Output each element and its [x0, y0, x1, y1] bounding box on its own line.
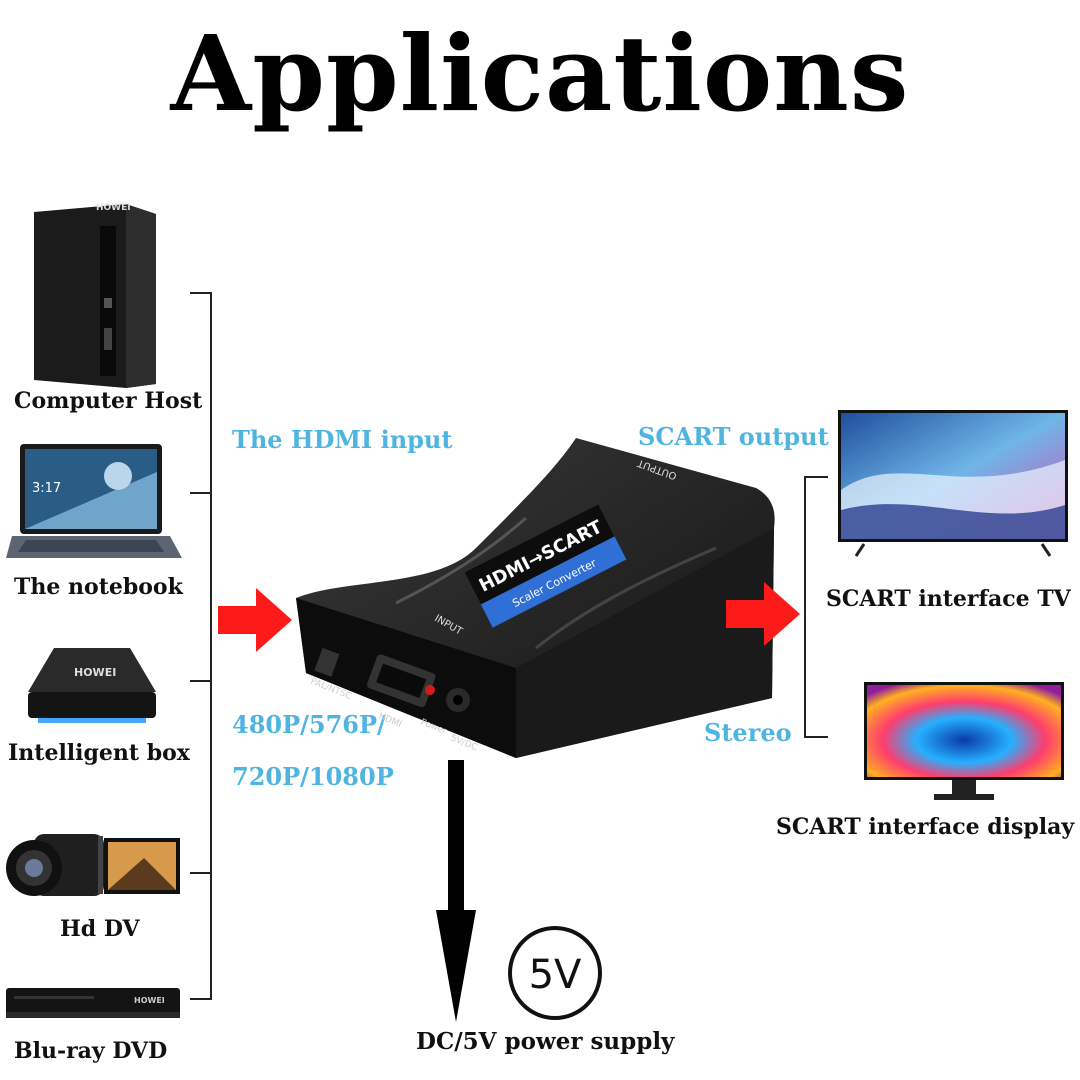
hdmi-input-label: The HDMI input: [232, 425, 453, 454]
computer-host-icon: HOWEI: [34, 203, 156, 388]
power-supply-label: DC/5V power supply: [416, 1028, 675, 1055]
hdmi-label-text: HDMI: [377, 712, 403, 730]
bracket-tick: [190, 680, 212, 682]
output-label-scart-tv: SCART interface TV: [826, 586, 1071, 612]
source-label-intelligent-box: Intelligent box: [8, 740, 190, 766]
bracket-tick: [804, 476, 828, 478]
bluray-player-icon: HOWEI: [6, 988, 180, 1018]
bracket-tick: [190, 872, 212, 874]
page-title: Applications: [170, 12, 910, 135]
power-arrow-icon: [436, 760, 476, 1022]
input-arrow-icon: [218, 588, 292, 652]
hdmi-scart-converter-icon: HDMI→SCART Scaler Converter INPUT OUTPUT…: [296, 438, 775, 758]
output-bracket-line: [804, 476, 806, 736]
brand-text: HOWEI: [74, 666, 116, 679]
source-label-hd-dv: Hd DV: [60, 916, 140, 942]
brand-text: HOWEI: [134, 996, 165, 1005]
power-badge-text: 5V: [529, 952, 582, 998]
bracket-tick: [190, 292, 212, 294]
brand-text: HOWEI: [96, 203, 131, 213]
bracket-tick: [804, 736, 828, 738]
notebook-icon: 3:17: [6, 444, 182, 558]
source-label-computer-host: Computer Host: [14, 388, 203, 414]
output-label-scart-display: SCART interface display: [776, 814, 1075, 840]
screen-time-text: 3:17: [32, 481, 61, 496]
power-badge-icon: 5V: [508, 926, 602, 1020]
source-label-bluray-dvd: Blu-ray DVD: [14, 1038, 168, 1064]
tv-box-icon: HOWEI: [28, 648, 156, 723]
camcorder-icon: [6, 834, 180, 896]
source-label-notebook: The notebook: [14, 574, 183, 600]
resolution-label-line2: 720P/1080P: [232, 762, 394, 791]
scart-output-label: SCART output: [638, 422, 829, 451]
monitor-icon: [864, 682, 1064, 800]
tv-icon: [838, 410, 1068, 557]
bracket-tick: [190, 998, 212, 1000]
output-arrow-icon: [726, 582, 800, 646]
source-bracket-line: [210, 292, 212, 998]
bracket-tick: [190, 492, 212, 494]
stereo-label: Stereo: [704, 718, 792, 747]
resolution-label-line1: 480P/576P/: [232, 710, 386, 739]
